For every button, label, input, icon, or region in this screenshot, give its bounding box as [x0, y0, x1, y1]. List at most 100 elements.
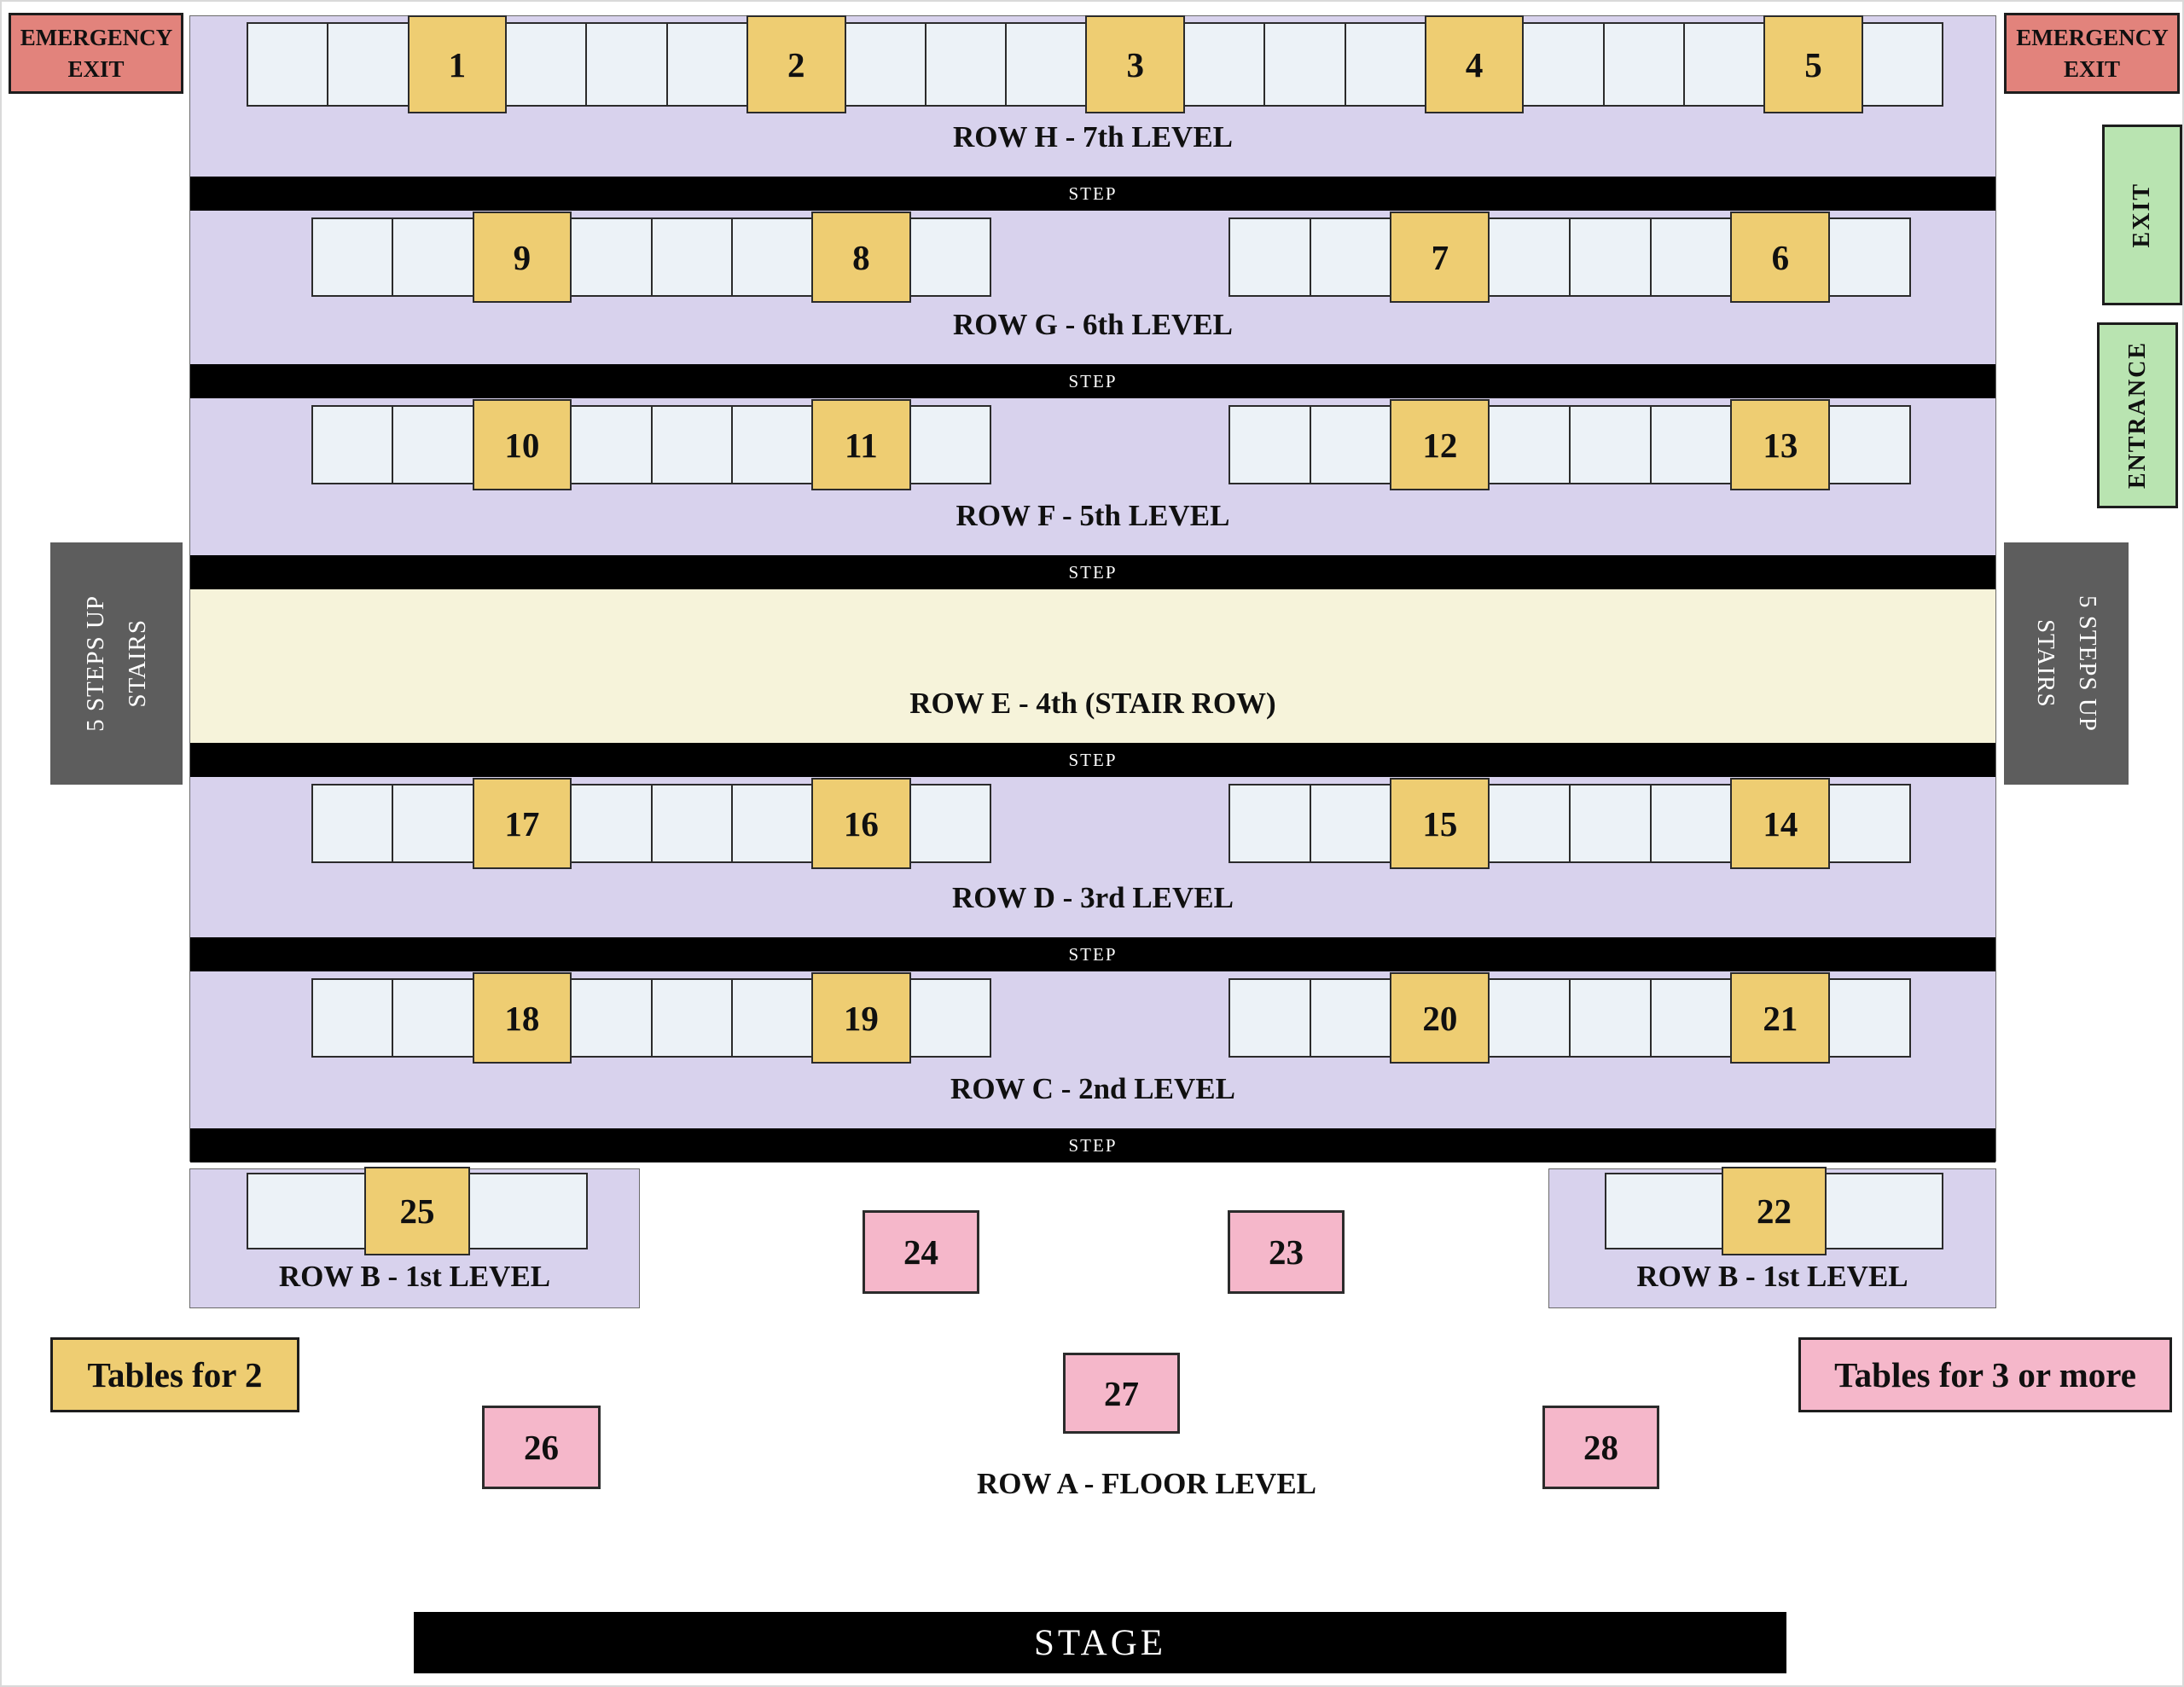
entrance-label: ENTRANCE — [2123, 341, 2151, 490]
seat-table-25[interactable]: 25 — [364, 1166, 470, 1256]
row-b-left-seat-strip: 25 — [247, 1166, 588, 1256]
seat-cell — [665, 22, 748, 107]
row-d-label: ROW D - 3rd LEVEL — [952, 881, 1234, 914]
seat-cell — [909, 978, 991, 1058]
seat-cell — [1569, 217, 1652, 297]
seat-table-21[interactable]: 21 — [1730, 971, 1831, 1064]
row-b-left-label: ROW B - 1st LEVEL — [278, 1260, 551, 1293]
seat-cell — [1228, 405, 1311, 484]
seat-cell — [1682, 22, 1766, 107]
stairs-left-sign: 5 STEPS UP STAIRS — [50, 542, 183, 785]
seat-cell — [570, 405, 653, 484]
seat-table-1[interactable]: 1 — [407, 15, 508, 113]
floor-table-28[interactable]: 28 — [1542, 1406, 1659, 1489]
seat-cell — [570, 784, 653, 863]
seat-cell — [1824, 1173, 1943, 1249]
seat-cell — [650, 405, 733, 484]
seat-table-5[interactable]: 5 — [1763, 15, 1863, 113]
row-h-label: ROW H - 7th LEVEL — [952, 120, 1234, 154]
step-label: STEP — [1068, 561, 1118, 583]
seat-table-19[interactable]: 19 — [811, 971, 911, 1064]
row-g-label: ROW G - 6th LEVEL — [952, 308, 1234, 341]
exit-sign: EXIT — [2102, 125, 2182, 305]
seat-cell — [1488, 405, 1571, 484]
seat-cell — [1861, 22, 1944, 107]
floor-table-24[interactable]: 24 — [863, 1210, 979, 1294]
seat-table-14[interactable]: 14 — [1730, 777, 1831, 870]
seat-table-18[interactable]: 18 — [472, 971, 572, 1064]
step-bar-6: STEP — [190, 1128, 1995, 1162]
step-bar-2: STEP — [190, 364, 1995, 398]
seat-table-3[interactable]: 3 — [1085, 15, 1185, 113]
seat-cell — [1828, 217, 1911, 297]
seat-cell — [311, 405, 394, 484]
entrance-sign: ENTRANCE — [2097, 322, 2178, 508]
seat-cell — [924, 22, 1008, 107]
exit-label: EXIT — [2129, 182, 2155, 248]
step-label: STEP — [1068, 370, 1118, 391]
seat-cell — [247, 22, 329, 107]
seat-cell — [1488, 784, 1571, 863]
seat-cell — [1309, 978, 1392, 1058]
seat-cell — [650, 217, 733, 297]
seat-cell — [1649, 978, 1733, 1058]
seat-table-6[interactable]: 6 — [1730, 211, 1831, 304]
seat-cell — [1605, 1173, 1724, 1249]
legend-tables-for-3-or-more: Tables for 3 or more — [1798, 1337, 2172, 1412]
seat-cell — [1228, 978, 1311, 1058]
floor-table-23[interactable]: 23 — [1228, 1210, 1345, 1294]
seat-table-22[interactable]: 22 — [1722, 1166, 1827, 1256]
seat-cell — [468, 1173, 588, 1249]
row-e-label: ROW E - 4th (STAIR ROW) — [909, 687, 1276, 720]
floor-table-26[interactable]: 26 — [482, 1406, 601, 1489]
emergency-exit-left-sign: EMERGENCY EXIT — [9, 13, 183, 94]
seat-table-10[interactable]: 10 — [472, 398, 572, 491]
seat-cell — [1569, 784, 1652, 863]
seat-cell — [1344, 22, 1426, 107]
seat-table-8[interactable]: 8 — [811, 211, 911, 304]
seat-cell — [909, 784, 991, 863]
seat-table-12[interactable]: 12 — [1390, 398, 1490, 491]
seat-table-15[interactable]: 15 — [1390, 777, 1490, 870]
seat-cell — [730, 217, 814, 297]
seat-cell — [247, 1173, 367, 1249]
seat-cell — [1228, 217, 1311, 297]
row-b-right-seat-strip: 22 — [1605, 1166, 1943, 1256]
seat-cell — [730, 978, 814, 1058]
step-label: STEP — [1068, 943, 1118, 965]
seat-cell — [1649, 405, 1733, 484]
seat-cell — [392, 978, 474, 1058]
seat-table-20[interactable]: 20 — [1390, 971, 1490, 1064]
floor-table-27[interactable]: 27 — [1063, 1353, 1180, 1434]
seat-cell — [1182, 22, 1266, 107]
seat-table-13[interactable]: 13 — [1730, 398, 1831, 491]
seat-table-7[interactable]: 7 — [1390, 211, 1490, 304]
seat-table-16[interactable]: 16 — [811, 777, 911, 870]
seat-cell — [1228, 784, 1311, 863]
seat-cell — [844, 22, 926, 107]
seat-table-4[interactable]: 4 — [1424, 15, 1525, 113]
seat-cell — [392, 405, 474, 484]
seat-table-9[interactable]: 9 — [472, 211, 572, 304]
seat-table-11[interactable]: 11 — [811, 398, 911, 491]
seat-cell — [909, 405, 991, 484]
seat-table-17[interactable]: 17 — [472, 777, 572, 870]
seat-cell — [1522, 22, 1605, 107]
row-c-label: ROW C - 2nd LEVEL — [950, 1072, 1235, 1105]
seat-cell — [1263, 22, 1346, 107]
legend-tables-for-2: Tables for 2 — [50, 1337, 299, 1412]
seat-cell — [1309, 217, 1392, 297]
step-label: STEP — [1068, 1134, 1118, 1156]
row-b-right-label: ROW B - 1st LEVEL — [1636, 1260, 1908, 1293]
seat-table-2[interactable]: 2 — [746, 15, 846, 113]
